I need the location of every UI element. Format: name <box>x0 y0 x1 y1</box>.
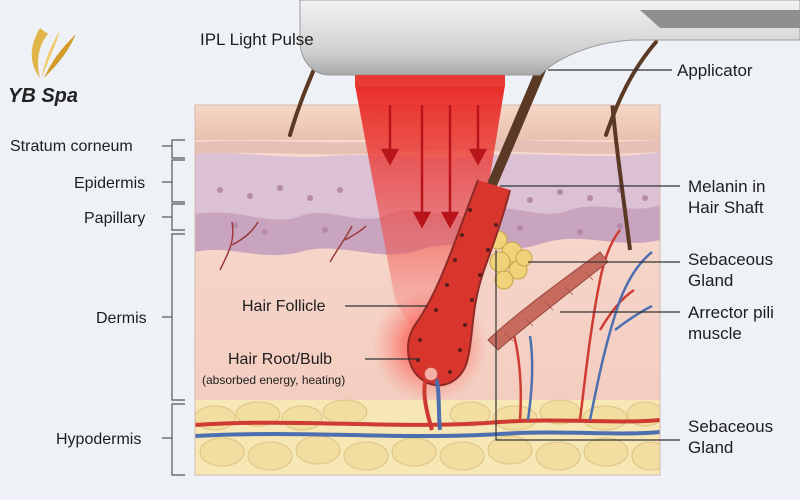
applicator-handle-grip <box>640 10 800 28</box>
label-ipl-light-pulse: IPL Light Pulse <box>200 30 314 49</box>
label-applicator: Applicator <box>677 61 753 80</box>
label-hair-root: Hair Root/Bulb <box>228 351 332 368</box>
label-hair-root-note: (absorbed energy, heating) <box>202 373 345 387</box>
label-sebaceous-bottom-line2: Gland <box>688 438 733 457</box>
layer-brackets <box>162 140 185 475</box>
label-arrector-line2: muscle <box>688 324 742 343</box>
label-papillary: Papillary <box>84 210 145 227</box>
label-sebaceous-bottom-line1: Sebaceous <box>688 417 773 436</box>
label-sebaceous-top-line1: Sebaceous <box>688 250 773 269</box>
label-epidermis: Epidermis <box>74 175 145 192</box>
label-hair-follicle: Hair Follicle <box>242 298 326 315</box>
label-stratum-corneum: Stratum corneum <box>10 138 133 155</box>
label-melanin-line2: Hair Shaft <box>688 198 764 217</box>
label-melanin-line1: Melanin in <box>688 177 766 196</box>
brand-name: YB Spa <box>8 85 78 107</box>
label-arrector-line1: Arrector pili <box>688 303 774 322</box>
yb-spa-logo <box>32 28 76 78</box>
logo-leaf-left-icon <box>32 28 48 78</box>
dermal-papilla <box>424 367 438 381</box>
applicator-light-window <box>355 75 505 87</box>
label-hypodermis: Hypodermis <box>56 431 141 448</box>
label-sebaceous-top-line2: Gland <box>688 271 733 290</box>
label-dermis: Dermis <box>96 310 147 327</box>
